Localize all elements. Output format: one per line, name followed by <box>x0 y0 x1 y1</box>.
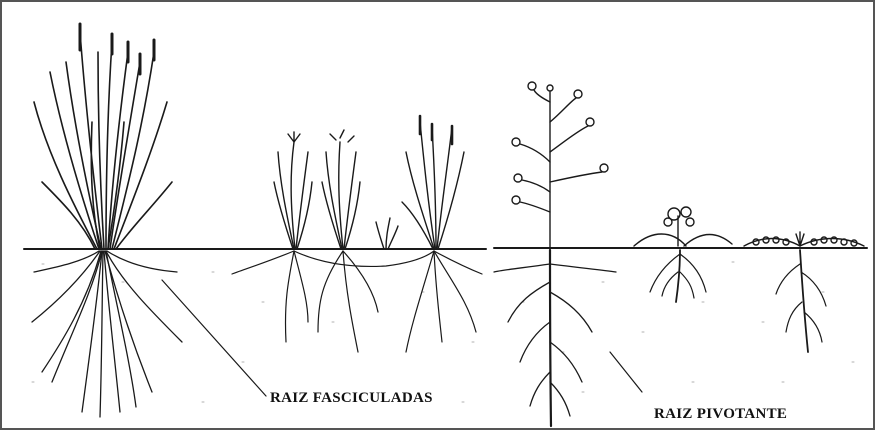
grass-clump-large <box>34 32 172 249</box>
taproot-main <box>494 250 616 426</box>
label-fibrous-root: RAIZ FASCICULADAS <box>270 390 433 407</box>
soil-line <box>24 248 867 249</box>
creeping-plant <box>744 232 864 246</box>
grass-seed-heads-small <box>420 116 452 144</box>
soil-texture <box>32 262 854 402</box>
grass-tuft-small-2 <box>322 130 360 249</box>
pointer-pivotante <box>610 352 642 392</box>
taproot-rosette <box>650 250 706 302</box>
label-taproot: RAIZ PIVOTANTE <box>654 406 787 423</box>
fibrous-roots-large <box>32 251 182 417</box>
grass-tuft-small-3 <box>402 122 464 249</box>
fibrous-roots-cluster <box>232 251 482 352</box>
taproot-creeping <box>776 250 826 352</box>
tall-flowering-plant <box>512 82 608 248</box>
grass-tuft-small-1 <box>274 132 312 249</box>
rosette-plant <box>634 207 732 246</box>
grass-tuft-tiny <box>376 218 398 249</box>
grass-seed-heads <box>80 24 154 74</box>
